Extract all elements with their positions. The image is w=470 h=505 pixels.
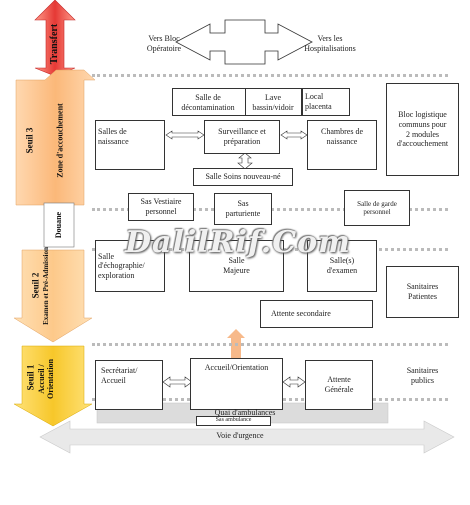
- box-sas-vestiaire: Sas Vestiaire personnel: [128, 193, 194, 221]
- zone-label-seuil3: Seuil 3: [24, 127, 35, 154]
- zone-label-seuil1: Seuil 1: [25, 364, 36, 391]
- box-bloc-logistique: Bloc logistique communs pour 2 modules d…: [386, 83, 459, 176]
- box-sanitaires-publics: Sanitaires publics: [386, 354, 459, 398]
- label-quai-ambulances: Quai d'ambulances: [214, 408, 276, 417]
- zone-label-examen: Examen et Pré-Admission: [42, 247, 50, 325]
- box-decontamination-divider: [245, 88, 246, 116]
- box-salle-garde: Salle de garde personnel: [344, 190, 410, 226]
- zone-label-seuil2: Seuil 2: [30, 272, 41, 299]
- box-accueil-orientation: Accueil/Orientation: [190, 358, 283, 410]
- seuil1-arrow: [13, 345, 93, 427]
- arrow-surveillance-chambres: [280, 130, 308, 140]
- box-attente-secondaire: Attente secondaire: [260, 300, 373, 328]
- seuil3-arrow: [15, 69, 96, 206]
- box-salles-naissance: Salles de naissance: [95, 120, 165, 170]
- arrow-secretariat-accueil: [162, 376, 193, 388]
- arrow-naissance-surveillance: [165, 130, 205, 140]
- label-vers-hospitalisations: Vers les Hospitalisations: [304, 34, 356, 53]
- transfer-double-arrow: [175, 19, 313, 65]
- voie-urgence-arrow: [39, 420, 455, 454]
- seuil2-arrow: [13, 249, 93, 343]
- separator-seuil2: [92, 343, 448, 346]
- box-salles-examen: Salle(s) d'examen: [307, 240, 377, 292]
- box-surveillance-preparation: Surveillance et préparation: [204, 120, 280, 154]
- box-secretariat-accueil: Secrétariat/ Accueil: [95, 360, 163, 410]
- arrow-accueil-attente: [282, 376, 306, 388]
- zone-label-accueil: Accueil / Orientation: [37, 359, 55, 399]
- box-salle-centre: Salle Majeure: [189, 240, 284, 292]
- box-attente-generale: Attente Générale: [305, 360, 373, 410]
- douane-box-bg: [43, 202, 75, 248]
- box-decontamination-group-border: [172, 88, 302, 116]
- watermark-text: DalilRif.Com: [125, 225, 351, 260]
- box-salle-decontamination: Salle de décontamination: [172, 90, 244, 116]
- box-local-placenta: Local placenta: [302, 88, 350, 116]
- box-sas-ambulance: Sas ambulance: [196, 416, 271, 426]
- zone-label-transfert: Transfert: [49, 23, 60, 65]
- box-chambres-naissance: Chambres de naissance: [307, 120, 377, 170]
- box-salle-soins-nouveau-ne: Salle Soins nouveau-né: [193, 168, 293, 186]
- transfert-arrow: [34, 0, 76, 77]
- box-lave-bassin: Lave bassin/vidoir: [246, 90, 300, 116]
- separator-transfer: [92, 74, 448, 77]
- label-voie-urgence: Voie d'urgence: [216, 431, 264, 440]
- box-sanitaires-patientes: Sanitaires Patientes: [386, 266, 459, 318]
- box-sas-parturiente: Sas parturiente: [214, 193, 272, 225]
- label-vers-bloc-operatoire: Vers Bloc Opératoire: [146, 34, 182, 53]
- arrow-surveillance-soins: [237, 152, 253, 170]
- box-salle-echographie: Salle d'échographie/ exploration: [95, 240, 165, 292]
- zone-label-zone-accouchement: Zone d'accouchement: [55, 103, 65, 178]
- zone-label-douane: Douane: [54, 211, 63, 239]
